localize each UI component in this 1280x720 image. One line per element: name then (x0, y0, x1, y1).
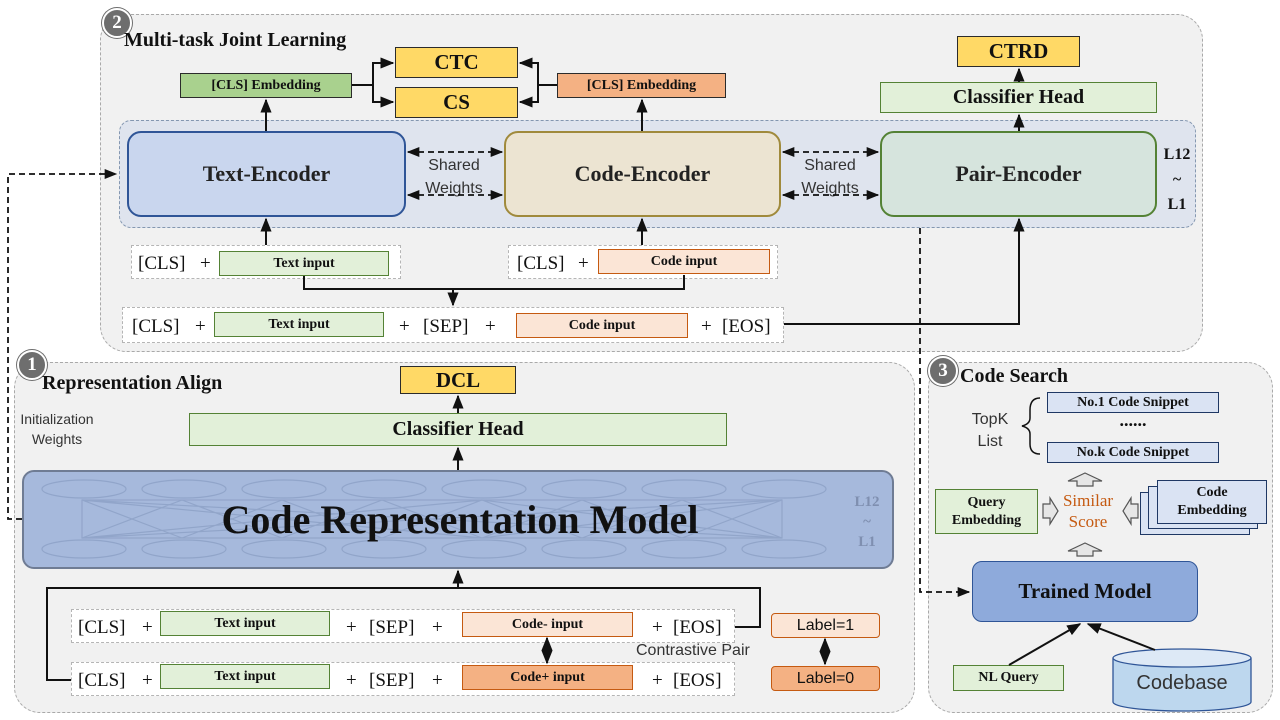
code-plus-input-box: Code+ input (462, 665, 633, 690)
code-search-title: Code Search (960, 365, 1068, 387)
pair-seq-sep: [SEP] (423, 316, 469, 337)
codebase-label: Codebase (1136, 672, 1228, 694)
step-3-badge: 3 (928, 356, 958, 386)
query-embedding-box: Query Embedding (935, 489, 1038, 534)
init-weights-label: Initialization Weights (20, 411, 94, 447)
text-input-box: Text input (219, 251, 389, 276)
pos-plus-3: + (432, 670, 443, 691)
code-seq-cls: [CLS] (517, 253, 565, 274)
step-2-badge: 2 (102, 8, 132, 38)
neg-sep: [SEP] (369, 617, 415, 638)
neg-plus-2: + (346, 617, 357, 638)
code-minus-input-box: Code- input (462, 612, 633, 637)
ctc-task-box: CTC (395, 47, 518, 78)
pair-seq-plus-4: + (701, 316, 712, 337)
pos-eos: [EOS] (673, 670, 722, 691)
pair-text-input-box: Text input (214, 312, 384, 337)
code-representation-model: Code Representation Model L12 ~ L1 (22, 470, 894, 569)
label-0-box: Label=0 (771, 666, 880, 691)
pair-code-input-box: Code input (516, 313, 688, 338)
pair-seq-plus-2: + (399, 316, 410, 337)
shared-weights-label-2: Shared Weights (801, 157, 859, 197)
snippet-1-box: No.1 Code Snippet (1047, 392, 1219, 413)
snippet-k-box: No.k Code Snippet (1047, 442, 1219, 463)
neg-eos: [EOS] (673, 617, 722, 638)
pair-encoder: Pair-Encoder (880, 131, 1157, 217)
pos-cls: [CLS] (78, 670, 126, 691)
pair-seq-plus-3: + (485, 316, 496, 337)
representation-align-title: Representation Align (42, 372, 223, 394)
neg-plus-3: + (432, 617, 443, 638)
encoder-layers-label: L12 ~ L1 (1163, 146, 1191, 213)
code-embedding-box: Code Embedding (1157, 480, 1267, 524)
dcl-task-box: DCL (400, 366, 516, 394)
cls-embedding-code: [CLS] Embedding (557, 73, 726, 98)
pos-plus-2: + (346, 670, 357, 691)
code-encoder: Code-Encoder (504, 131, 781, 217)
pos-plus-4: + (652, 670, 663, 691)
multitask-title: Multi-task Joint Learning (124, 29, 347, 51)
model-title: Code Representation Model (221, 497, 699, 542)
neg-plus-4: + (652, 617, 663, 638)
similar-score-label: Similar Score (1062, 491, 1114, 531)
contrastive-pair-label: Contrastive Pair (636, 642, 750, 659)
ctrd-task-box: CTRD (957, 36, 1080, 67)
pos-text-input-box: Text input (160, 664, 330, 689)
nl-query-box: NL Query (953, 665, 1064, 691)
neg-cls: [CLS] (78, 617, 126, 638)
label-1-box: Label=1 (771, 613, 880, 638)
text-seq-cls: [CLS] (138, 253, 186, 274)
text-encoder: Text-Encoder (127, 131, 406, 217)
topk-list-label: TopK List (971, 411, 1009, 450)
align-classifier-head: Classifier Head (189, 413, 727, 446)
pair-seq-plus-1: + (195, 316, 206, 337)
shared-weights-label-1: Shared Weights (425, 157, 483, 197)
pair-seq-cls: [CLS] (132, 316, 180, 337)
pair-seq-eos: [EOS] (722, 316, 771, 337)
cls-embedding-text: [CLS] Embedding (180, 73, 352, 98)
neg-plus-1: + (142, 617, 153, 638)
text-seq-plus: + (200, 253, 211, 274)
trained-model-box: Trained Model (972, 561, 1198, 622)
neg-text-input-box: Text input (160, 611, 330, 636)
cs-task-box: CS (395, 87, 518, 118)
pos-sep: [SEP] (369, 670, 415, 691)
pos-plus-1: + (142, 670, 153, 691)
code-seq-plus: + (578, 253, 589, 274)
model-layers-label: L12 ~ L1 (854, 494, 880, 550)
snippet-ellipsis: ...... (1119, 410, 1147, 430)
pair-classifier-head: Classifier Head (880, 82, 1157, 113)
code-input-box: Code input (598, 249, 770, 274)
